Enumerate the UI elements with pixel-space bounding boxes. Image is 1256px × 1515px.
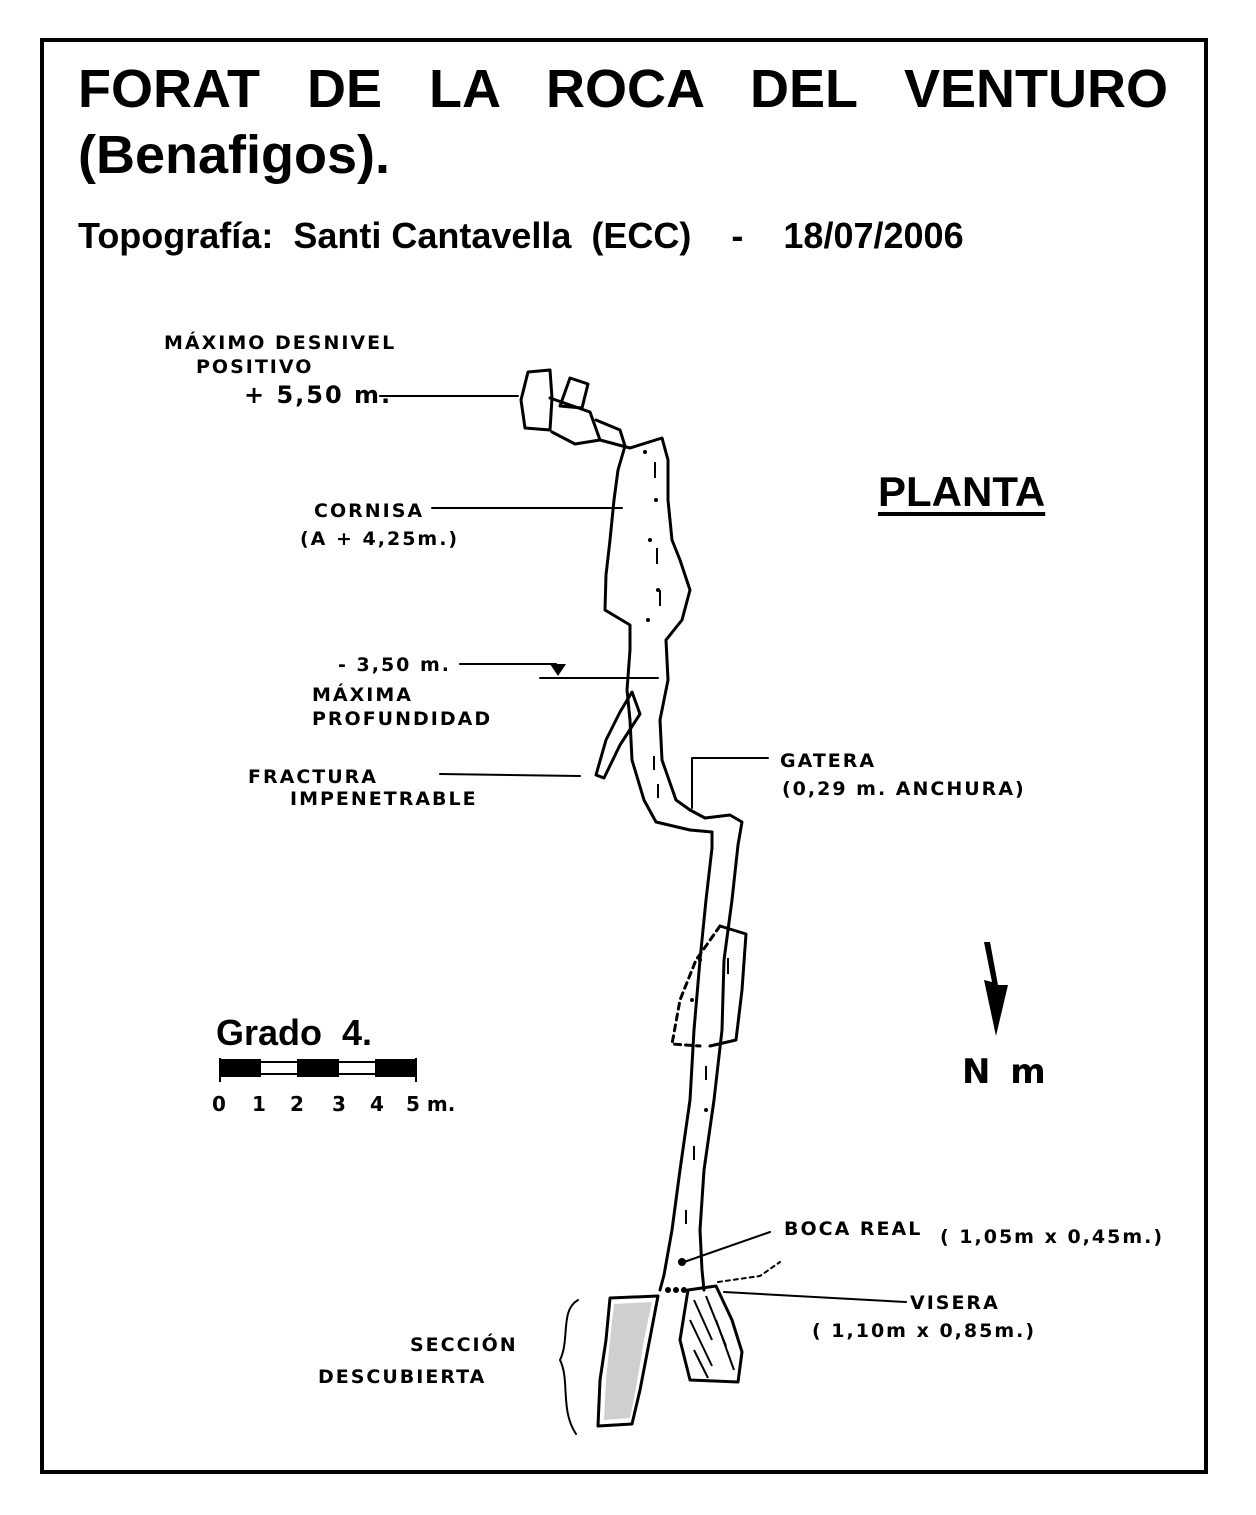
survey-credit: Topografía: Santi Cantavella (ECC) - 18/… (78, 215, 964, 256)
label-cornisa-1: CORNISA (314, 500, 425, 522)
leader-visera-aux (717, 1261, 781, 1283)
rock-hatch (693, 1299, 713, 1341)
leader-fractura (439, 773, 581, 777)
leader-boca (683, 1231, 771, 1263)
label-seccion-2: DESCUBIERTA (318, 1366, 487, 1388)
label-visera-1: VISERA (910, 1292, 1000, 1314)
north-label: N m (962, 1052, 1050, 1092)
label-seccion-1: SECCIÓN (410, 1334, 518, 1356)
gravel-dot (690, 998, 694, 1002)
label-gatera-1: GATERA (780, 750, 877, 772)
passage-lower-west-wall (658, 846, 714, 1292)
upper-chamber-link (548, 396, 602, 446)
rock-hatch (689, 1319, 713, 1367)
uncovered-section (596, 1294, 660, 1428)
scale-tick: 2 (290, 1092, 304, 1116)
leader-gatera (691, 757, 769, 809)
label-cornisa-2: (A + 4,25m.) (300, 528, 460, 550)
boca-dot (681, 1287, 687, 1293)
scale-tick: 3 (332, 1092, 346, 1116)
label-boca-2: ( 1,05m x 0,45m.) (940, 1226, 1165, 1248)
gravel-dot (654, 498, 658, 502)
scale-bar (219, 1058, 417, 1082)
scale-tick: 5 m. (406, 1092, 456, 1116)
visera-rock (678, 1284, 744, 1384)
label-max-positive-3: + 5,50 m. (244, 381, 393, 409)
passage-upper-west-wall (594, 418, 692, 832)
upper-chamber-left (519, 368, 554, 432)
gravel-dot (704, 1108, 708, 1112)
scale-grade: Grado 4. (216, 1012, 373, 1053)
leader-visera (723, 1291, 907, 1303)
rock-hatch (715, 1319, 735, 1371)
depth-marker-triangle (550, 664, 566, 676)
side-chamber (708, 924, 748, 1048)
scale-tick: 0 (212, 1092, 226, 1116)
scale-tick: 1 (252, 1092, 266, 1116)
rock-hatch (693, 1349, 709, 1379)
label-fractura-2: IMPENETRABLE (290, 788, 478, 810)
gravel-dot (648, 538, 652, 542)
uncovered-section-fill (604, 1302, 652, 1420)
gatera-passage (688, 808, 744, 847)
label-max-positive-2: POSITIVO (196, 356, 314, 378)
gravel-dot (643, 450, 647, 454)
gravel-dot (646, 618, 650, 622)
label-depth-1: - 3,50 m. (338, 654, 452, 676)
side-chamber-dashed (670, 924, 722, 1048)
map-title: FORAT DE LA ROCA DEL VENTURO (78, 59, 1168, 119)
map-frame (40, 38, 1208, 1474)
brace-uncovered (559, 1299, 579, 1435)
scale-tick: 4 (370, 1092, 384, 1116)
boca-dot (678, 1258, 686, 1266)
north-arrow (984, 942, 1008, 1036)
label-boca-1: BOCA REAL (784, 1218, 923, 1240)
label-depth-3: PROFUNDIDAD (312, 708, 493, 730)
label-fractura-1: FRACTURA (248, 766, 378, 788)
gravel-dot (698, 958, 702, 962)
label-visera-2: ( 1,10m x 0,85m.) (812, 1320, 1037, 1342)
view-label: PLANTA (878, 468, 1046, 515)
label-max-positive-1: MÁXIMO DESNIVEL (164, 332, 397, 354)
boca-dot (673, 1287, 679, 1293)
gatera-passage-west (688, 828, 714, 850)
label-depth-2: MÁXIMA (312, 684, 413, 706)
label-gatera-2: (0,29 m. ANCHURA) (782, 778, 1026, 800)
map-subtitle: (Benafigos). (78, 125, 391, 185)
fracture (594, 690, 642, 780)
boca-dot (665, 1287, 671, 1293)
passage-upper-east-wall (598, 436, 692, 812)
